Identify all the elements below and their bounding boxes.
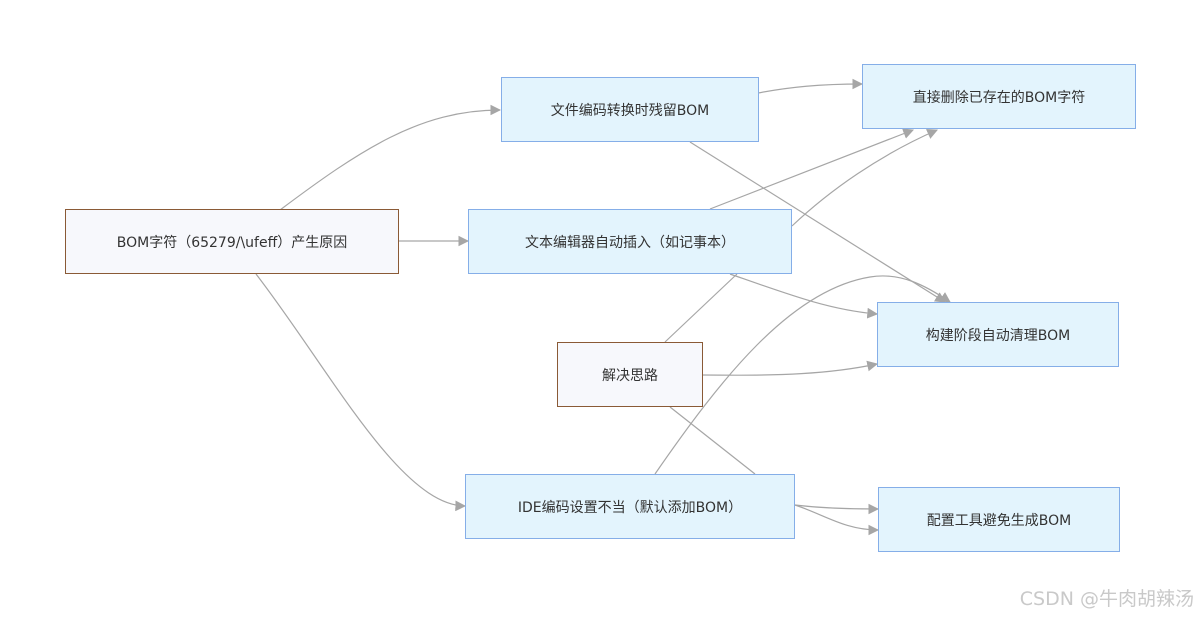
edge-cause2-fix1 [709, 128, 915, 210]
node-fix3[interactable]: 配置工具避免生成BOM [878, 487, 1120, 552]
edge-cause2-fix1b [791, 128, 938, 227]
edge-root-cause1 [279, 104, 502, 211]
node-root-label: BOM字符（65279/\ufeff）产生原因 [116, 234, 348, 251]
node-fix3-label: 配置工具避免生成BOM [926, 512, 1072, 529]
node-root[interactable]: BOM字符（65279/\ufeff）产生原因 [65, 209, 399, 274]
edge-cause3-fix3a [794, 503, 880, 515]
node-fix1[interactable]: 直接删除已存在的BOM字符 [862, 64, 1136, 129]
edge-root-cause3 [255, 273, 467, 512]
node-solution[interactable]: 解决思路 [557, 342, 703, 407]
edge-cause3-fix3b [794, 504, 880, 536]
edge-solution-cause3 [669, 406, 756, 475]
edge-cause3-fix2 [654, 275, 951, 475]
edge-solution-cause2 [664, 273, 738, 343]
node-cause1[interactable]: 文件编码转换时残留BOM [501, 77, 759, 142]
node-fix1-label: 直接删除已存在的BOM字符 [912, 89, 1086, 106]
node-fix2[interactable]: 构建阶段自动清理BOM [877, 302, 1119, 367]
node-cause3-label: IDE编码设置不当（默认添加BOM） [517, 499, 743, 516]
node-cause3[interactable]: IDE编码设置不当（默认添加BOM） [465, 474, 795, 539]
node-cause2-label: 文本编辑器自动插入（如记事本） [525, 234, 735, 251]
edge-cause1-fix2 [689, 141, 946, 303]
watermark: CSDN @牛肉胡辣汤 [1019, 588, 1194, 610]
node-cause1-label: 文件编码转换时残留BOM [550, 102, 710, 119]
edge-cause1-fix1 [757, 78, 864, 94]
edge-cause2-fix2 [729, 273, 879, 319]
node-cause2[interactable]: 文本编辑器自动插入（如记事本） [468, 209, 792, 274]
node-solution-label: 解决思路 [602, 367, 658, 384]
node-fix2-label: 构建阶段自动清理BOM [925, 327, 1071, 344]
edge-solution-fix2 [702, 360, 879, 376]
